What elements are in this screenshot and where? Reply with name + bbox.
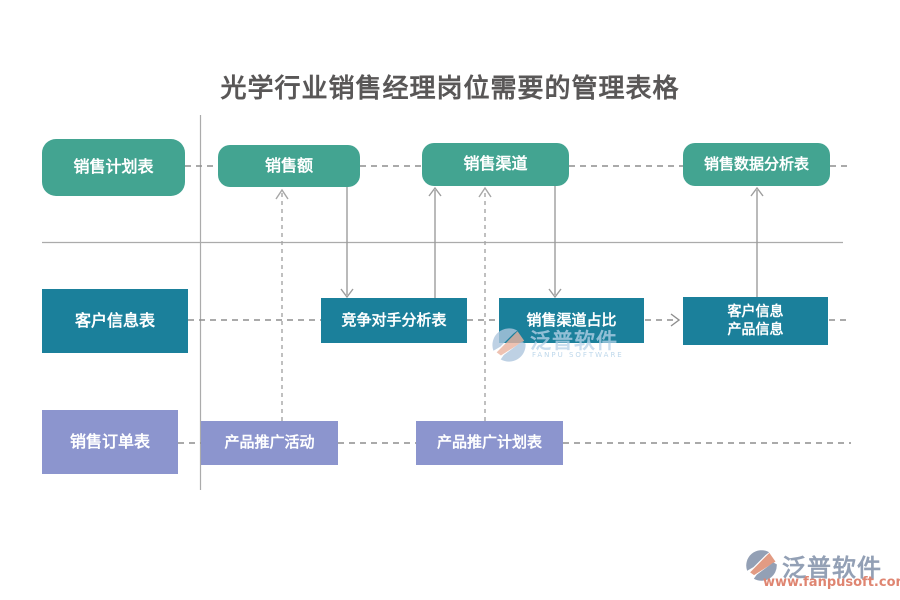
node-product-promo-plan-table: 产品推广计划表 <box>416 421 563 465</box>
node-label: 客户信息表 <box>74 310 155 330</box>
watermark-url: www.fanpusoft.com <box>763 575 900 590</box>
node-sales-order-table: 销售订单表 <box>42 410 178 474</box>
node-label: 销售订单表 <box>69 431 150 451</box>
fanpu-logo-icon <box>746 550 777 581</box>
watermark-center: 泛普软件 FANPU SOFTWARE <box>490 324 622 366</box>
node-sales-channel: 销售渠道 <box>422 143 569 186</box>
connector-customer-product-info-to-sales-data-analysis <box>750 186 764 297</box>
connector-promo-activity-to-sales-amount <box>275 188 289 421</box>
arrow-down-icon <box>340 288 354 299</box>
page-title: 光学行业销售经理岗位需要的管理表格 <box>220 74 680 104</box>
node-product-promo-activity: 产品推广活动 <box>201 421 338 465</box>
node-label: 销售渠道占比 <box>526 310 617 329</box>
arrow-up-icon <box>750 186 764 197</box>
node-label: 销售数据分析表 <box>703 154 809 173</box>
watermark-brand-text: 泛普软件 <box>782 554 882 582</box>
node-sales-data-analysis-table: 销售数据分析表 <box>683 143 830 186</box>
watermark-brand-text: 泛普软件 <box>530 329 618 353</box>
node-label: 产品推广活动 <box>224 433 315 452</box>
arrow-up-icon <box>275 188 289 200</box>
arrow-up-icon <box>478 186 492 198</box>
node-label: 产品推广计划表 <box>436 433 542 452</box>
arrow-right-icon <box>670 313 681 327</box>
node-label-line1: 客户信息 <box>727 303 784 320</box>
node-competitor-analysis-table: 竞争对手分析表 <box>321 298 467 343</box>
node-label: 销售额 <box>264 155 313 175</box>
connector-channel-share-to-customer-product-info <box>645 313 681 327</box>
node-customer-product-info: 客户信息 产品信息 <box>683 297 828 345</box>
arrow-down-icon <box>548 288 562 299</box>
arrow-up-icon <box>428 186 442 197</box>
connector-sales-amount-to-competitor-analysis <box>340 187 354 299</box>
node-sales-channel-share: 销售渠道占比 <box>499 298 644 343</box>
connector-sales-channel-to-channel-share <box>548 186 562 299</box>
node-label-line2: 产品信息 <box>727 322 784 338</box>
node-sales-plan-table: 销售计划表 <box>42 139 185 196</box>
node-label: 销售计划表 <box>73 157 154 177</box>
connector-competitor-analysis-to-sales-channel <box>428 186 442 298</box>
watermark-bottom-right: 泛普软件 www.fanpusoft.com <box>744 548 900 594</box>
node-label: 销售渠道 <box>463 154 528 174</box>
fanpu-logo-icon <box>492 328 526 362</box>
node-sales-amount: 销售额 <box>218 145 360 187</box>
watermark-brand-subtext: FANPU SOFTWARE <box>532 351 624 359</box>
node-customer-info-table: 客户信息表 <box>42 289 188 353</box>
connector-promo-plan-to-sales-channel <box>478 186 492 421</box>
node-label: 竞争对手分析表 <box>341 310 447 329</box>
